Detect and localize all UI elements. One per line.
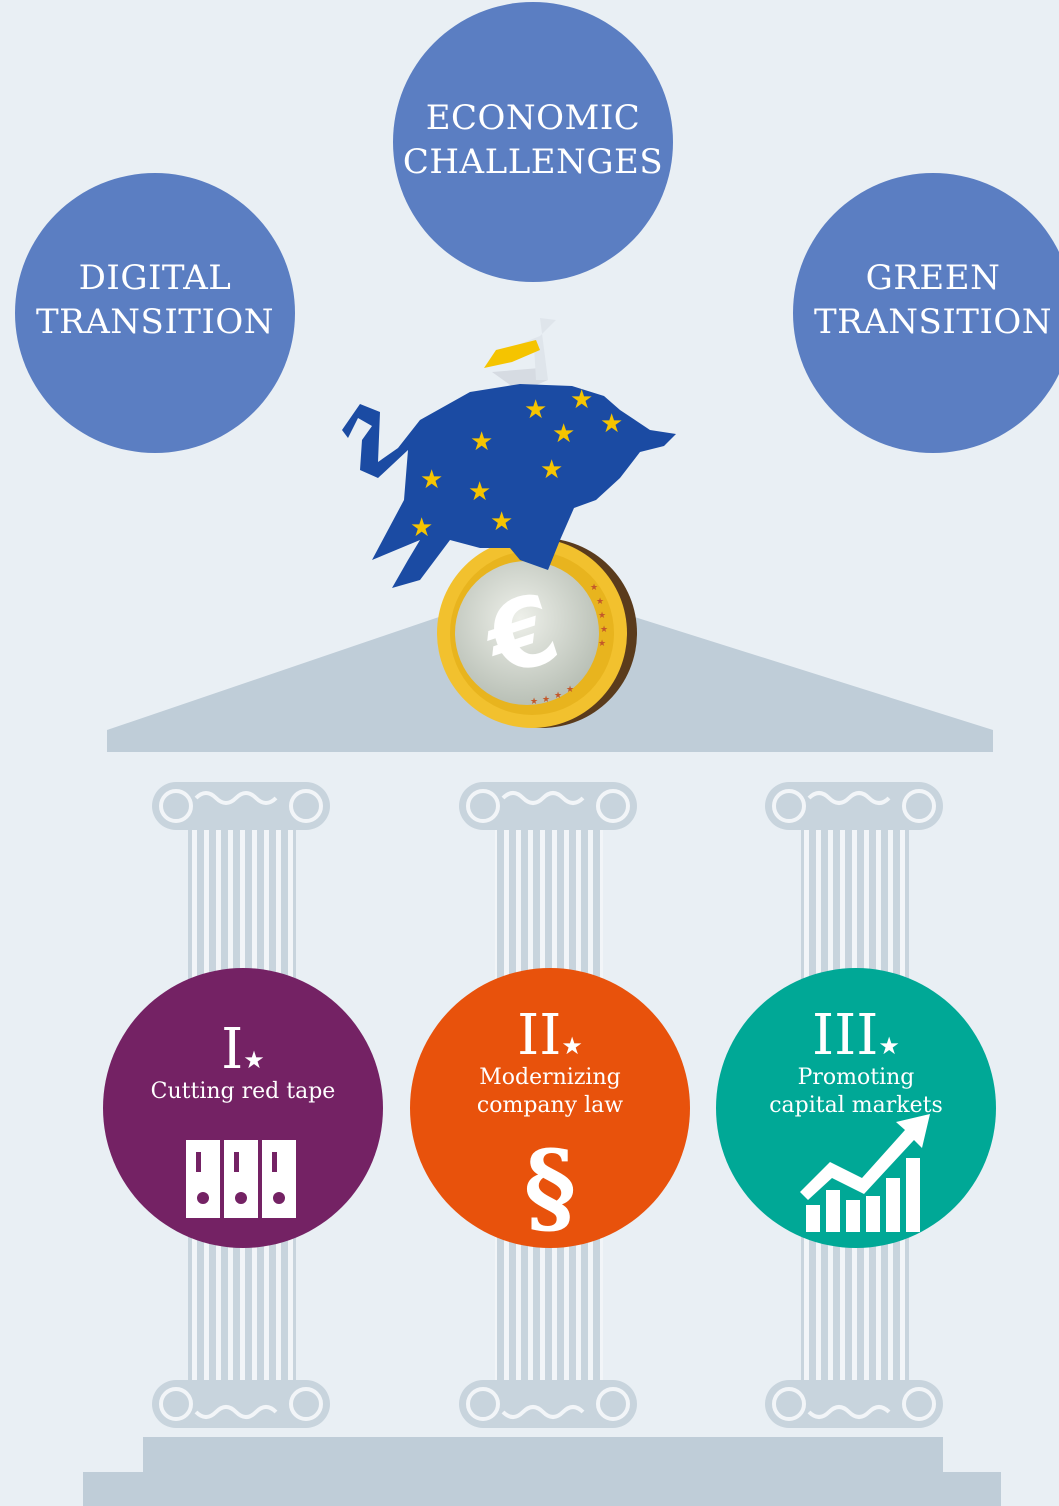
svg-text:★: ★	[566, 685, 574, 695]
green-label-line2: TRANSITION	[813, 302, 1053, 343]
green-transition-circle	[793, 173, 1059, 453]
star-icon: ★	[243, 1046, 265, 1074]
pillar-2-circle	[410, 968, 690, 1248]
pillar-3-title-line2: capital markets	[769, 1092, 943, 1118]
growth-chart-icon	[800, 1114, 930, 1232]
star-icon: ★	[878, 1032, 900, 1060]
pillar-2-title-line2: company law	[476, 1092, 624, 1118]
svg-text:★: ★	[552, 419, 575, 449]
pillar-1-circle	[103, 968, 383, 1248]
svg-text:★: ★	[554, 691, 562, 701]
digital-label-line2: TRANSITION	[35, 302, 275, 343]
economic-label-line1: ECONOMIC	[425, 98, 641, 138]
svg-text:★: ★	[524, 395, 547, 425]
svg-text:★: ★	[600, 625, 608, 635]
digital-transition-circle	[15, 173, 295, 453]
economic-challenges-label: ECONOMIC CHALLENGES	[393, 96, 673, 184]
pillar-1-numeral: I★	[221, 1017, 265, 1082]
svg-text:★: ★	[598, 639, 606, 649]
temple-base-bottom-step	[83, 1472, 1001, 1506]
euro-coin: € ★★★ ★★ ★★★ ★	[437, 538, 637, 728]
pillar-2-title-line1: Modernizing	[479, 1065, 621, 1090]
pillar-3-label: III★ Promoting capital markets	[746, 1008, 966, 1119]
eu-bull-illustration: ★ ★ ★ ★ ★ ★ ★ ★ ★ ★	[342, 318, 676, 588]
svg-text:★: ★	[490, 507, 513, 537]
section-sign-icon: §	[524, 1128, 576, 1246]
svg-text:★: ★	[410, 513, 433, 543]
svg-text:★: ★	[530, 697, 538, 707]
pillar-3-numeral: III★	[812, 1003, 900, 1068]
digital-label-line1: DIGITAL	[78, 258, 232, 298]
digital-transition-label: DIGITAL TRANSITION	[15, 256, 295, 344]
star-icon: ★	[561, 1032, 583, 1060]
svg-text:★: ★	[540, 455, 563, 485]
svg-text:★: ★	[468, 477, 491, 507]
svg-text:★: ★	[470, 427, 493, 457]
svg-text:★: ★	[420, 465, 443, 495]
green-label-line1: GREEN	[865, 258, 1001, 298]
svg-text:★: ★	[598, 611, 606, 621]
green-transition-label: GREEN TRANSITION	[793, 256, 1059, 344]
binders-icon	[186, 1140, 296, 1218]
economic-label-line2: CHALLENGES	[402, 142, 664, 183]
svg-text:★: ★	[600, 409, 623, 439]
svg-text:★: ★	[590, 583, 598, 593]
svg-text:★: ★	[570, 385, 593, 415]
pillar-1-title: Cutting red tape	[150, 1079, 336, 1104]
svg-text:★: ★	[596, 597, 604, 607]
pillar-2-numeral: II★	[517, 1003, 583, 1068]
temple-base-top-step	[143, 1437, 943, 1473]
economic-challenges-circle	[393, 2, 673, 282]
pillar-1-label: I★ Cutting red tape	[143, 1022, 343, 1106]
pillar-3-circle	[716, 968, 996, 1248]
pillar-3-title-line1: Promoting	[797, 1065, 915, 1090]
pillar-2-label: II★ Modernizing company law	[440, 1008, 660, 1119]
svg-text:★: ★	[542, 695, 550, 705]
